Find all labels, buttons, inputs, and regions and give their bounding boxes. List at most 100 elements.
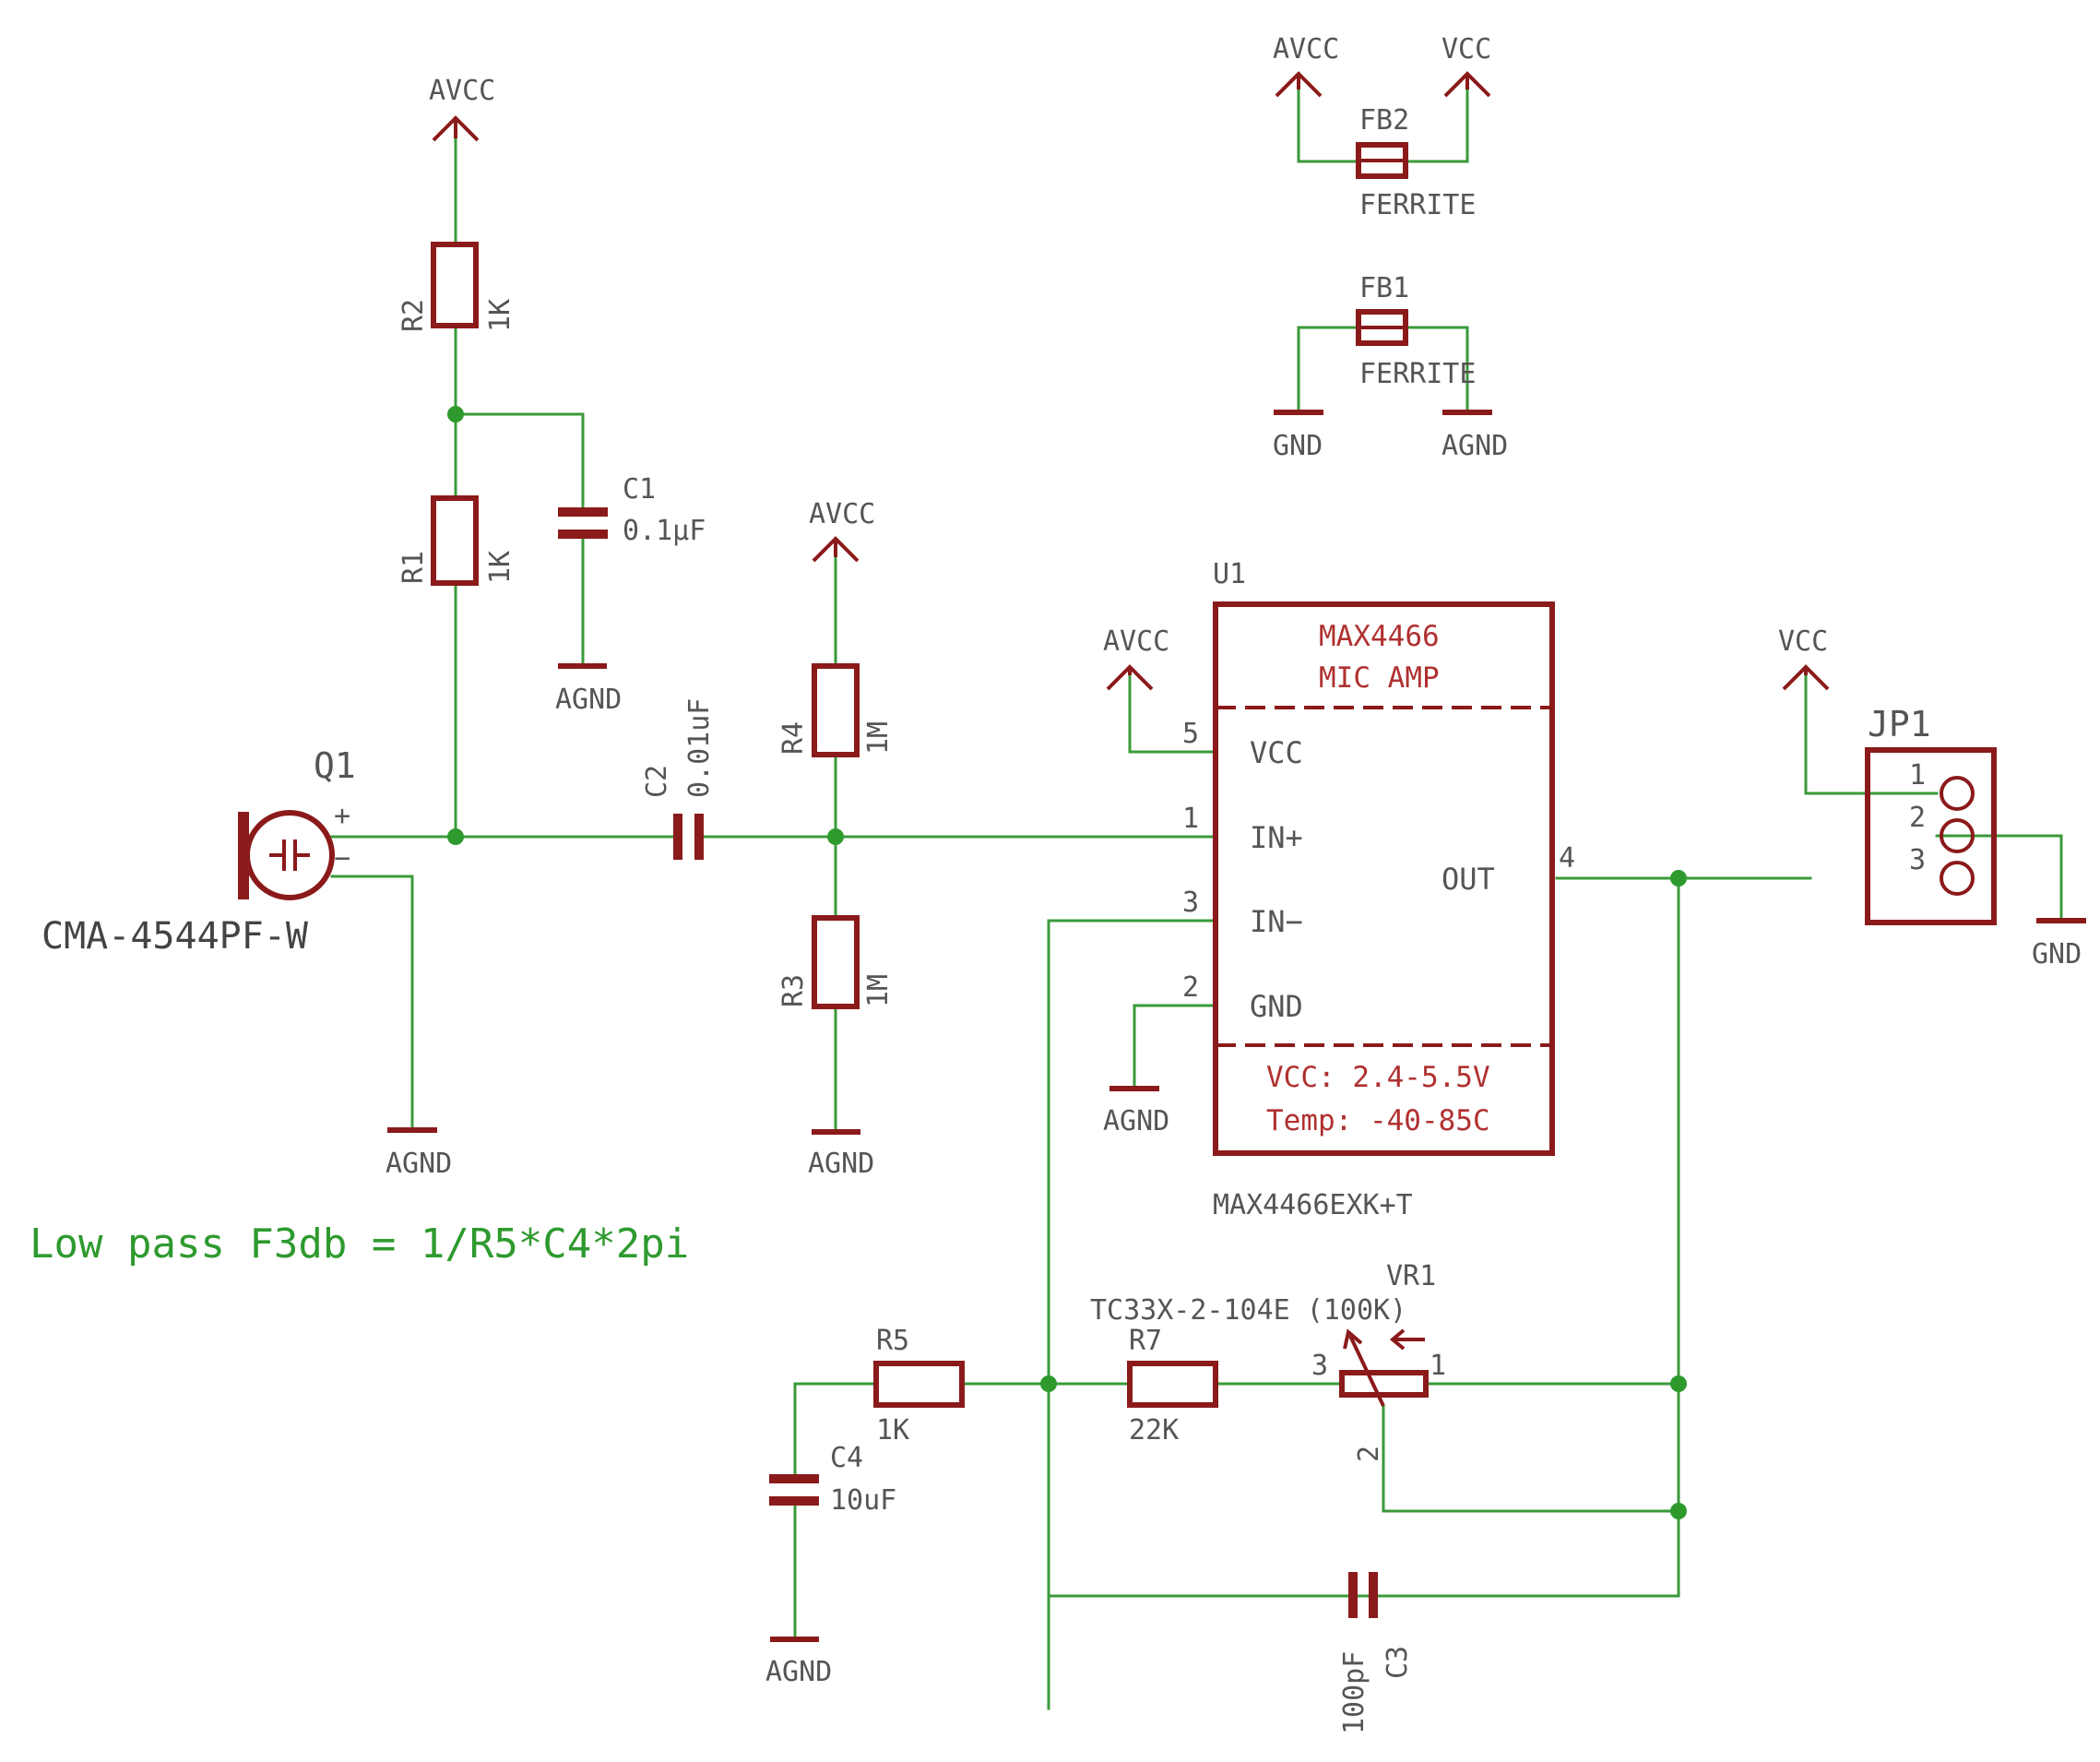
u1-part-number: MAX4466EXK+T (1213, 1189, 1413, 1221)
power-label-avcc: AVCC (429, 75, 495, 107)
r1-value: 1K (484, 551, 516, 584)
power-label-vcc: VCC (1778, 625, 1828, 658)
resistor-r4: R4 1M (777, 663, 895, 757)
jp1-label: JP1 (1868, 704, 1931, 744)
r1-label: R1 (397, 551, 430, 584)
power-label-avcc: AVCC (1273, 33, 1339, 65)
jp1-pin3: 3 (1909, 844, 1926, 876)
capacitor-c3: 100pF C3 (1338, 1572, 1414, 1734)
q1-value: CMA-4544PF-W (42, 915, 309, 958)
u1-pin-num-1: 1 (1182, 803, 1199, 835)
junctions (447, 406, 1687, 1519)
avcc-symbol: AVCC (1273, 33, 1339, 98)
u1-pin-num-2: 2 (1182, 971, 1199, 1004)
vcc-symbol: VCC (1778, 625, 1830, 691)
junction-dot (447, 406, 464, 423)
power-label-agnd: AGND (1103, 1105, 1169, 1137)
u1-title: MAX4466 (1319, 620, 1440, 653)
gnd-symbol: GND (2032, 918, 2086, 970)
microphone-q1: + − Q1 CMA-4544PF-W (42, 745, 356, 958)
q1-label: Q1 (314, 745, 356, 786)
fb2-label: FB2 (1359, 104, 1409, 137)
r5-value: 1K (876, 1414, 909, 1447)
vr1-pin1: 1 (1430, 1350, 1446, 1382)
u1-spec-vcc: VCC: 2.4-5.5V (1266, 1061, 1490, 1094)
c2-label: C2 (641, 765, 673, 798)
power-label-agnd: AGND (1442, 430, 1508, 462)
fb1-value: FERRITE (1359, 358, 1476, 390)
power-label-agnd: AGND (555, 684, 622, 716)
capacitor-c4: C4 10uF (769, 1442, 896, 1517)
low-pass-note: Low pass F3db = 1/R5*C4*2pi (30, 1220, 689, 1268)
gnd-symbol: GND (1273, 410, 1323, 462)
u1-pin-name-inp: IN+ (1250, 820, 1303, 855)
r7-label: R7 (1129, 1325, 1162, 1357)
ferrite-fb2: FB2 FERRITE (1356, 104, 1476, 221)
r7-value: 22K (1129, 1414, 1179, 1447)
fb1-label: FB1 (1359, 272, 1409, 304)
resistor-r7: R7 22K (1127, 1325, 1218, 1447)
power-label-agnd: AGND (808, 1148, 874, 1180)
agnd-symbol: AGND (1103, 1086, 1169, 1137)
u1-pin-num-5: 5 (1182, 718, 1199, 750)
junction-dot (827, 828, 844, 845)
agnd-symbol: AGND (1442, 410, 1508, 462)
r4-value: 1M (862, 721, 895, 755)
junction-dot (1040, 1375, 1057, 1392)
ferrite-fb1: FB1 FERRITE (1356, 272, 1476, 390)
c2-value: 0.01uF (683, 698, 716, 798)
power-label-vcc: VCC (1442, 33, 1491, 65)
u1-ref: U1 (1213, 558, 1246, 590)
power-label-agnd: AGND (765, 1656, 832, 1688)
capacitor-c1: C1 0.1μF (558, 473, 706, 547)
c3-label: C3 (1382, 1646, 1414, 1679)
u1-pin-name-gnd: GND (1250, 989, 1303, 1024)
power-label-avcc: AVCC (1103, 625, 1169, 658)
power-label-avcc: AVCC (809, 498, 875, 530)
vr1-label: VR1 (1386, 1260, 1436, 1292)
avcc-symbol: AVCC (1103, 625, 1169, 691)
resistor-r3: R3 1M (777, 915, 895, 1009)
ic-u1: U1 MAX4466 MIC AMP VCC: 2.4-5.5V Temp: -… (1182, 558, 1575, 1221)
capacitor-c2: C2 0.01uF (641, 698, 716, 860)
agnd-symbol: AGND (808, 1129, 874, 1180)
c4-label: C4 (830, 1442, 863, 1474)
agnd-symbol: AGND (765, 1637, 832, 1688)
r2-value: 1K (484, 299, 516, 332)
vr1-pin3: 3 (1311, 1350, 1328, 1382)
r3-label: R3 (777, 974, 810, 1007)
u1-subtitle: MIC AMP (1319, 661, 1440, 695)
c4-value: 10uF (830, 1484, 896, 1517)
fb2-value: FERRITE (1359, 189, 1476, 221)
r4-label: R4 (777, 721, 810, 755)
q1-plus: + (334, 800, 350, 832)
junction-dot (447, 828, 464, 845)
junction-dot (1670, 1375, 1687, 1392)
power-label-gnd: GND (1273, 430, 1323, 462)
vcc-symbol: VCC (1442, 33, 1491, 98)
jp1-pin1: 1 (1909, 759, 1926, 792)
c3-value: 100pF (1338, 1651, 1370, 1734)
avcc-symbol: AVCC (809, 498, 875, 563)
agnd-symbol: AGND (386, 1127, 452, 1180)
vr1-pin2: 2 (1353, 1446, 1385, 1462)
resistor-r1: R1 1K (397, 495, 516, 586)
resistor-r5: R5 1K (873, 1325, 965, 1447)
c1-value: 0.1μF (623, 515, 706, 547)
c1-label: C1 (623, 473, 656, 506)
potentiometer-vr1: VR1 TC33X-2-104E (100K) 3 1 2 (1090, 1260, 1446, 1462)
u1-pin-num-3: 3 (1182, 887, 1199, 919)
connector-jp1: JP1 1 2 3 (1865, 704, 1997, 925)
u1-pin-name-inm: IN− (1250, 904, 1303, 939)
r2-label: R2 (397, 299, 430, 332)
q1-minus: − (334, 842, 350, 875)
avcc-symbol: AVCC (429, 75, 495, 142)
r5-label: R5 (876, 1325, 909, 1357)
r3-value: 1M (862, 974, 895, 1007)
jp1-pin2: 2 (1909, 802, 1926, 834)
junction-dot (1670, 1503, 1687, 1519)
resistor-r2: R2 1K (397, 242, 516, 332)
u1-spec-temp: Temp: -40-85C (1266, 1104, 1490, 1137)
vr1-value: TC33X-2-104E (100K) (1090, 1294, 1406, 1327)
